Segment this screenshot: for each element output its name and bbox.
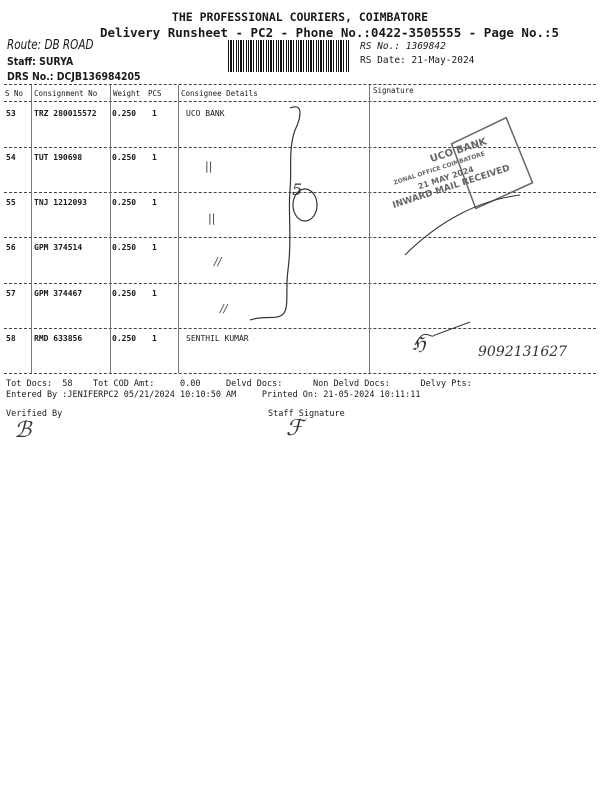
column-divider <box>31 85 32 373</box>
row-pcs: 1 <box>152 289 157 298</box>
row-weight: 0.250 <box>112 153 137 162</box>
receiver-signature <box>414 321 471 346</box>
circle-mark <box>292 188 318 222</box>
ditto-mark: || <box>208 212 216 225</box>
row-sno: 55 <box>6 198 16 207</box>
row-consignment: RMD 633856 <box>34 334 83 343</box>
header-weight: Weight <box>113 89 141 98</box>
row-consignee: SENTHIL KUMAR <box>186 334 249 343</box>
row-weight: 0.250 <box>112 334 137 343</box>
row-weight: 0.250 <box>112 109 137 118</box>
brace-line <box>249 106 301 321</box>
row-consignment: TNJ 1212093 <box>34 198 87 207</box>
staff-signature-icon: ℱ <box>286 416 304 441</box>
header-signature: Signature <box>373 86 414 95</box>
row-weight: 0.250 <box>112 243 137 252</box>
divider <box>4 192 596 193</box>
divider <box>4 283 596 284</box>
column-divider <box>369 85 370 373</box>
handwritten-marks <box>249 106 534 346</box>
entered-by-line: Entered By :JENIFERPC2 05/21/2024 10:10:… <box>6 390 421 400</box>
row-consignment: GPM 374514 <box>34 243 83 252</box>
divider <box>4 147 596 148</box>
ditto-mark: || <box>205 160 213 173</box>
company-title: THE PROFESSIONAL COURIERS, COIMBATORE <box>171 10 429 24</box>
header-pcs: PCS <box>148 89 162 98</box>
row-consignment: GPM 374467 <box>34 289 83 298</box>
row-pcs: 1 <box>152 243 157 252</box>
rs-date: RS Date: 21-May-2024 <box>360 55 475 66</box>
row-pcs: 1 <box>152 153 157 162</box>
brace-mark-number: 5 <box>292 180 303 199</box>
row-weight: 0.250 <box>112 289 137 298</box>
header-sno: S No <box>5 89 24 98</box>
row-weight: 0.250 <box>112 198 137 207</box>
drs-number: DRS No.: DCJB136984205 <box>7 70 141 83</box>
row-sno: 57 <box>6 289 16 298</box>
row-sno: 53 <box>6 109 16 118</box>
verified-by-label: Verified By <box>6 409 63 419</box>
row-consignment: TUT 190698 <box>34 153 83 162</box>
column-divider <box>178 85 179 373</box>
header-consignee: Consignee Details <box>181 89 258 98</box>
signature-stroke <box>404 194 521 256</box>
row-pcs: 1 <box>152 109 157 118</box>
stamp-border <box>450 116 534 210</box>
row-sno: 56 <box>6 243 16 252</box>
rs-number: RS No.: 1369842 <box>360 41 446 52</box>
staff: Staff: SURYA <box>7 55 74 68</box>
verifier-signature-icon: ℬ <box>14 418 32 443</box>
route: Route: DB ROAD <box>7 38 94 53</box>
row-consignee: UCO BANK <box>186 109 225 118</box>
divider <box>4 84 596 85</box>
runsheet-subtitle: Delivery Runsheet - PC2 - Phone No.:0422… <box>100 25 560 40</box>
handwritten-phone: 9092131627 <box>478 344 568 360</box>
divider <box>4 373 596 374</box>
ditto-mark: // <box>214 255 222 268</box>
divider <box>4 101 596 102</box>
row-pcs: 1 <box>152 198 157 207</box>
barcode <box>228 40 350 72</box>
row-consignment: TRZ 280015572 <box>34 109 97 118</box>
row-pcs: 1 <box>152 334 157 343</box>
totals-line: Tot Docs: 58 Tot COD Amt: 0.00 Delvd Doc… <box>6 379 472 389</box>
column-divider <box>110 85 111 373</box>
divider <box>4 328 596 329</box>
divider <box>4 237 596 238</box>
row-sno: 58 <box>6 334 16 343</box>
row-sno: 54 <box>6 153 16 162</box>
ditto-mark: // <box>220 302 228 315</box>
header-consignment: Consignment No <box>34 89 98 98</box>
staff-signature-label: Staff Signature <box>268 409 345 419</box>
receiver-initials-icon: ℌ <box>412 334 426 355</box>
